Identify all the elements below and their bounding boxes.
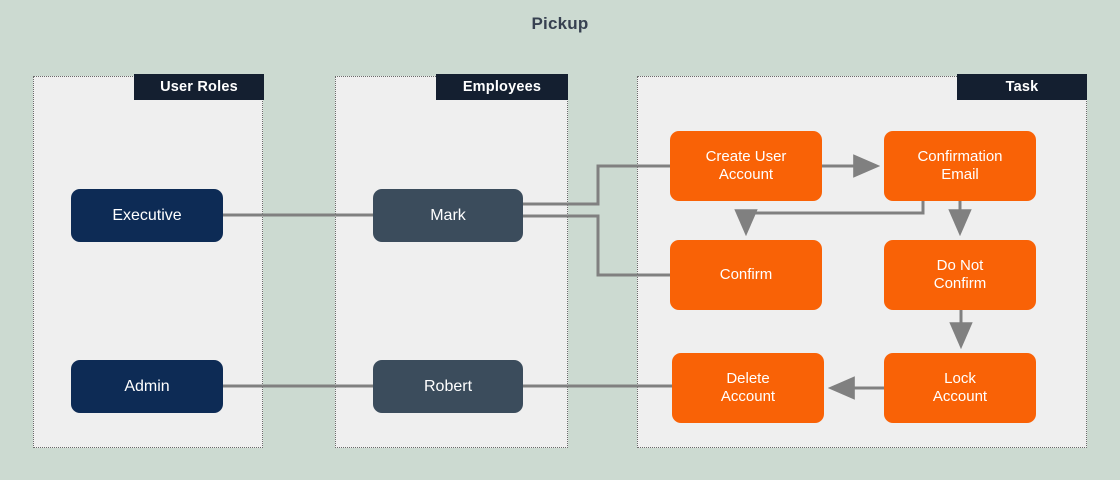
node-lock-account[interactable]: Lock Account <box>884 353 1036 423</box>
page-title: Pickup <box>531 14 589 33</box>
node-executive[interactable]: Executive <box>71 189 223 242</box>
node-robert[interactable]: Robert <box>373 360 523 413</box>
swimlane-header-user-roles: User Roles <box>134 74 264 100</box>
swimlane-header-employees: Employees <box>436 74 568 100</box>
node-confirm[interactable]: Confirm <box>670 240 822 310</box>
node-do-not-confirm[interactable]: Do Not Confirm <box>884 240 1036 310</box>
node-mark[interactable]: Mark <box>373 189 523 242</box>
node-delete-account[interactable]: Delete Account <box>672 353 824 423</box>
swimlane-header-task: Task <box>957 74 1087 100</box>
node-create-user-account[interactable]: Create User Account <box>670 131 822 201</box>
node-confirmation-email[interactable]: Confirmation Email <box>884 131 1036 201</box>
node-admin[interactable]: Admin <box>71 360 223 413</box>
